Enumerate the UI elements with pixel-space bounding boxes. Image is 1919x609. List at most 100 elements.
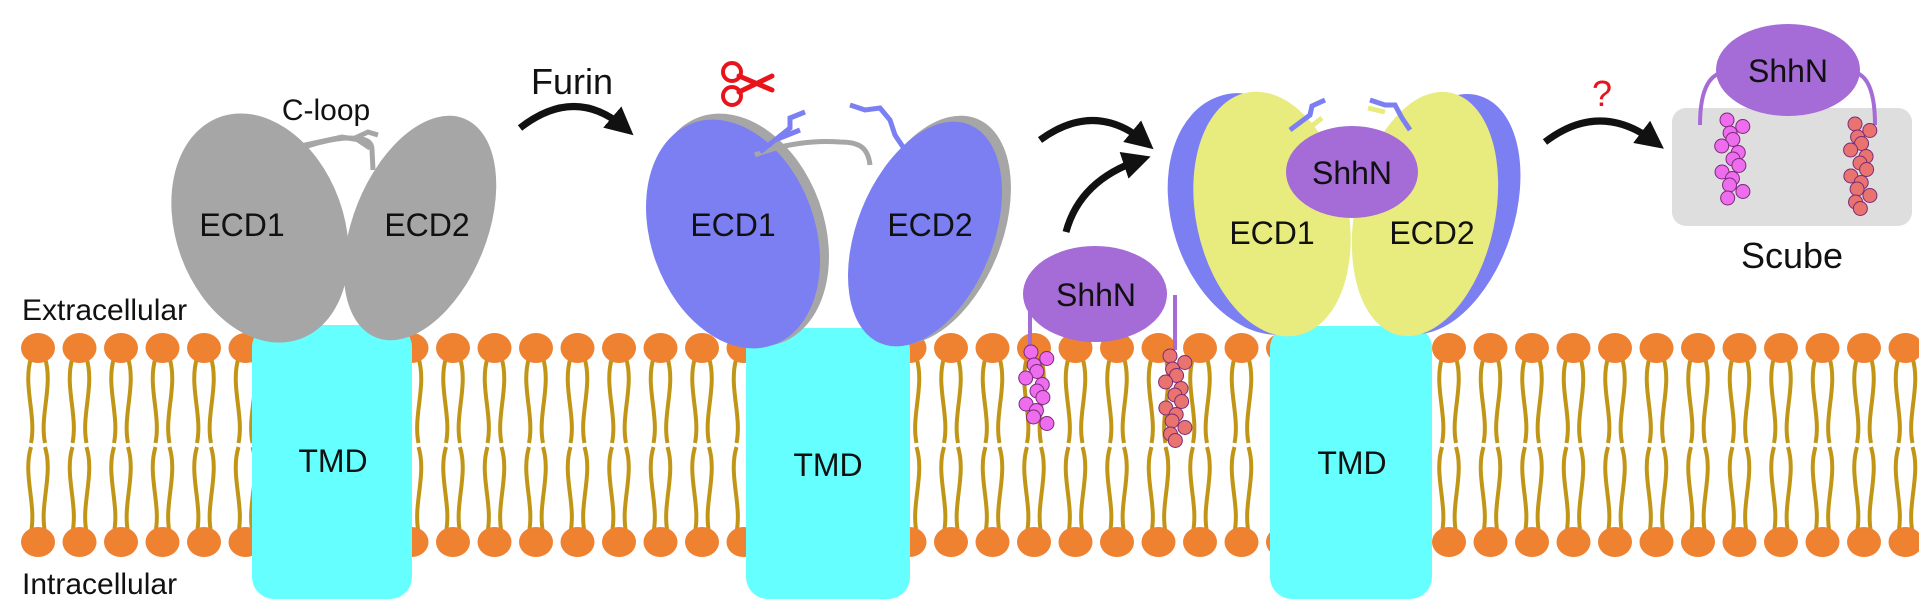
lipid-tail — [1854, 447, 1858, 532]
lipid-tail — [526, 447, 530, 532]
lipid-head — [1598, 527, 1632, 557]
anchor-bead — [1844, 143, 1858, 157]
lipid-tail — [417, 447, 421, 532]
lipid-tail — [666, 358, 670, 443]
lipid-tail — [1605, 447, 1609, 532]
lipid-head — [146, 333, 180, 363]
lipid-tail — [734, 358, 738, 443]
lipid-tail — [651, 358, 655, 443]
question-mark: ? — [1592, 73, 1612, 114]
lipid-tail — [85, 447, 89, 532]
lipid-tail — [1496, 358, 1500, 443]
lipid-head — [1515, 527, 1549, 557]
lipid-tail — [1081, 447, 1085, 532]
lipid-tail — [1730, 447, 1734, 532]
lipid-head — [1640, 333, 1674, 363]
lipid-head — [1225, 333, 1259, 363]
lipid-head — [1557, 333, 1591, 363]
lipid-tail — [1870, 358, 1874, 443]
lipid-head — [1764, 333, 1798, 363]
lipid-tail — [957, 447, 961, 532]
lipid-tail — [568, 447, 572, 532]
lipid-tail — [1662, 447, 1666, 532]
lipid-tail — [542, 447, 546, 532]
lipid-tail — [1688, 358, 1692, 443]
anchor-bead — [1720, 113, 1734, 127]
lipid-tail — [957, 358, 961, 443]
lipid-head — [1059, 527, 1093, 557]
lipid-tail — [1123, 358, 1127, 443]
lipid-tail — [568, 358, 572, 443]
anchor-bead — [1163, 349, 1177, 363]
anchor-bead — [1159, 375, 1173, 389]
anchor-bead — [1178, 421, 1192, 435]
lipid-tail — [1024, 447, 1028, 532]
lipid-head — [934, 333, 968, 363]
lipid-tail — [1896, 447, 1900, 532]
lipid-head — [1474, 333, 1508, 363]
lipid-tail — [236, 447, 240, 532]
lipid-tail — [1564, 447, 1568, 532]
anchor-bead — [1715, 139, 1729, 153]
lipid-tail — [998, 447, 1002, 532]
lipid-head — [685, 333, 719, 363]
lipid-tail — [1771, 447, 1775, 532]
anchor-bead — [1853, 202, 1867, 216]
lipid-tail — [1107, 447, 1111, 532]
lipid-tail — [485, 358, 489, 443]
lipid-tail — [915, 358, 919, 443]
lipid-tail — [1066, 358, 1070, 443]
anchor-bead — [1863, 189, 1877, 203]
lipid-tail — [459, 447, 463, 532]
lipid-tail — [1538, 358, 1542, 443]
free-shhn-label: ShhN — [1056, 277, 1136, 313]
lipid-tail — [1232, 447, 1236, 532]
lipid-tail — [1771, 358, 1775, 443]
lipid-tail — [692, 358, 696, 443]
lipid-tail — [1481, 447, 1485, 532]
lipid-tail — [1164, 447, 1168, 532]
ecd2-label-2: ECD2 — [887, 207, 972, 243]
palmitate-anchor-free — [1159, 349, 1192, 448]
lipid-tail — [210, 358, 214, 443]
lipid-tail — [1813, 358, 1817, 443]
lipid-tail — [692, 447, 696, 532]
lipid-tail — [1854, 358, 1858, 443]
lipid-head — [1225, 527, 1259, 557]
lipid-tail — [1107, 358, 1111, 443]
lipid-tail — [915, 447, 919, 532]
lipid-tail — [1745, 447, 1749, 532]
furin-label: Furin — [531, 61, 613, 102]
lipid-tail — [1787, 447, 1791, 532]
ecd1-label-2: ECD1 — [690, 207, 775, 243]
lipid-head — [104, 333, 138, 363]
curved-arrow-icon — [520, 107, 625, 129]
lipid-tail — [1730, 358, 1734, 443]
lipid-head — [976, 527, 1010, 557]
lipid-tail — [1688, 447, 1692, 532]
lipid-head — [187, 527, 221, 557]
lipid-tail — [153, 447, 157, 532]
lipid-tail — [941, 358, 945, 443]
lipid-tail — [1081, 358, 1085, 443]
lipid-head — [644, 527, 678, 557]
lipid-tail — [1813, 447, 1817, 532]
lipid-tail — [1206, 447, 1210, 532]
lipid-tail — [1066, 447, 1070, 532]
scube-shhn-label: ShhN — [1748, 53, 1828, 89]
anchor-bead — [1175, 395, 1189, 409]
lipid-tail — [1040, 447, 1044, 532]
bound-shhn-label: ShhN — [1312, 155, 1392, 191]
ecd2-label-1: ECD2 — [384, 207, 469, 243]
lipid-tail — [443, 358, 447, 443]
lipid-tail — [127, 447, 131, 532]
lipid-tail — [1123, 447, 1127, 532]
anchor-bead — [1848, 117, 1862, 131]
lipid-tail — [168, 447, 172, 532]
lipid-head — [1681, 527, 1715, 557]
lipid-tail — [609, 358, 613, 443]
lipid-tail — [153, 358, 157, 443]
scube-box — [1672, 108, 1912, 226]
lipid-tail — [194, 447, 198, 532]
